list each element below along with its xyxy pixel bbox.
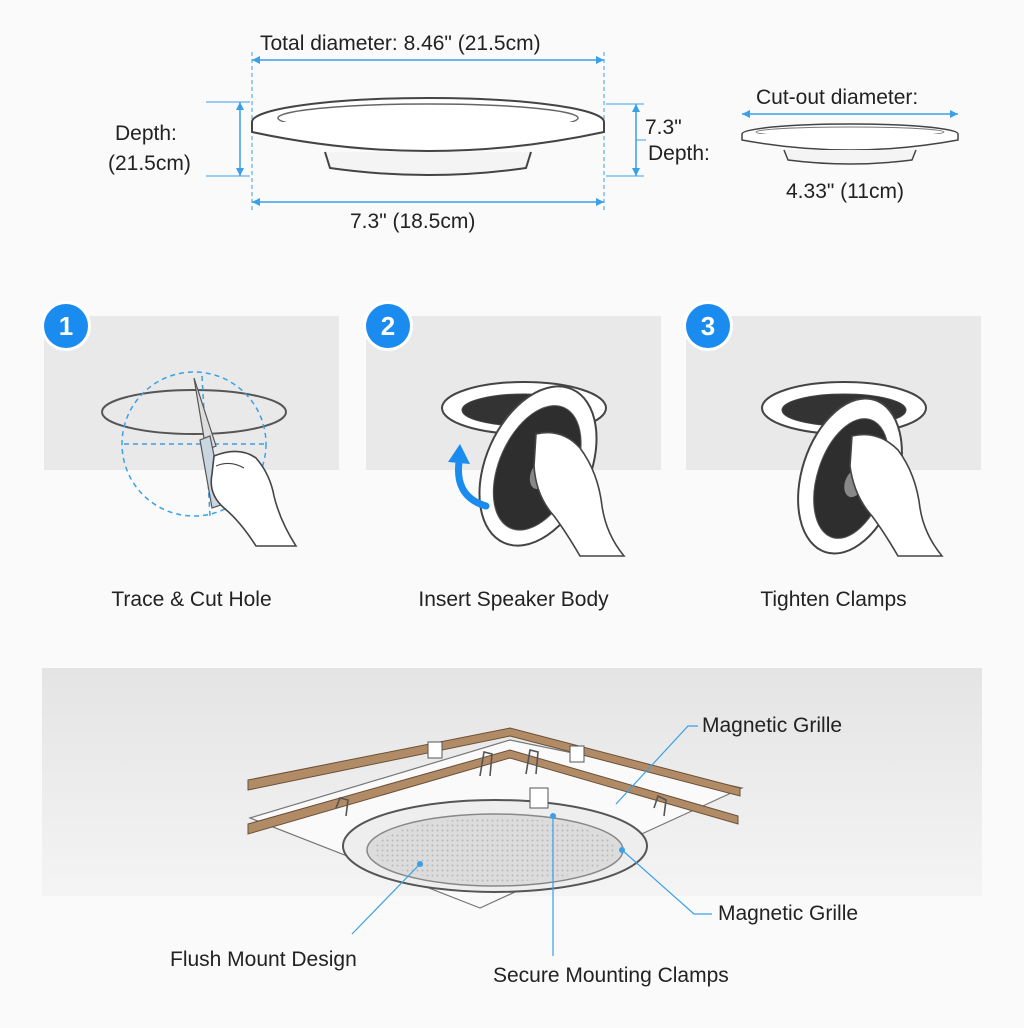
magnetic-grille-callout-side: Magnetic Grille (718, 902, 859, 925)
flush-mount-callout: Flush Mount Design (170, 948, 357, 971)
mounting-clamps-callout: Secure Mounting Clamps (493, 964, 729, 987)
step-1-illustration (101, 371, 298, 547)
cutout-diameter-label: Cut-out diameter: (756, 86, 919, 109)
step-3-badge: 3 (686, 304, 730, 348)
step-1-label: Trace & Cut Hole (111, 588, 272, 611)
depth-left-value: (21.5cm) (108, 152, 191, 175)
depth-right-label: Depth: (648, 142, 710, 165)
depth-left-label: Depth: (115, 122, 177, 145)
step-2-illustration (441, 381, 626, 557)
installed-speaker-illustration (247, 725, 744, 956)
bottom-width-label: 7.3" (18.5cm) (350, 210, 476, 233)
step-2-label: Insert Speaker Body (418, 588, 609, 611)
step-3-label: Tighten Clamps (760, 588, 907, 611)
magnetic-grille-callout-top: Magnetic Grille (702, 714, 843, 737)
total-diameter-label: Total diameter: 8.46" (21.5cm) (260, 32, 541, 55)
depth-right-value: 7.3" (645, 116, 682, 139)
cutout-diameter-value: 4.33" (11cm) (786, 180, 904, 203)
speaker-side-view-large (206, 52, 959, 210)
step-3-illustration (761, 381, 944, 557)
step-2-badge: 2 (366, 304, 410, 348)
step-1-badge: 1 (44, 304, 88, 348)
